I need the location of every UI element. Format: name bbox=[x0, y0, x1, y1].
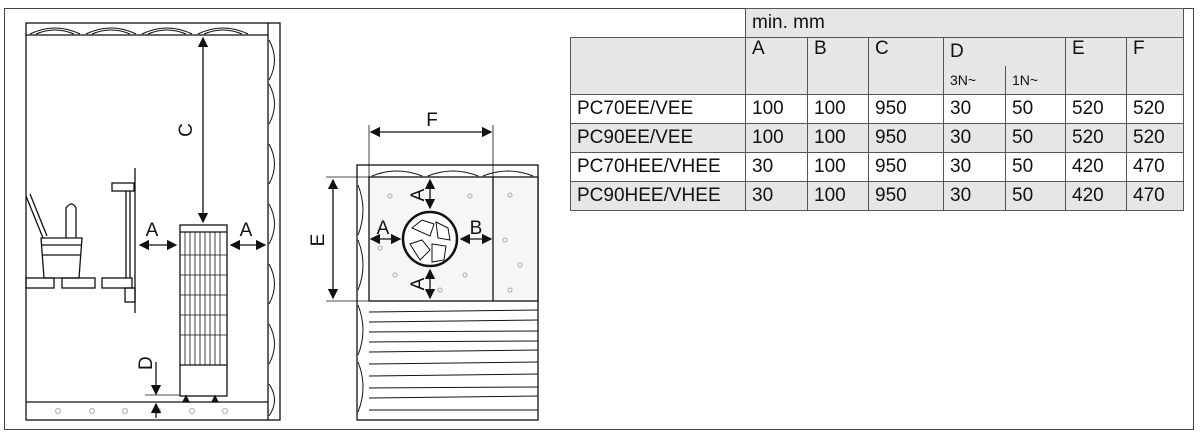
cell-a: 30 bbox=[745, 181, 808, 211]
cell-d-1n: 50 bbox=[1005, 152, 1066, 182]
cell-d-1n: 50 bbox=[1005, 94, 1066, 124]
col-header-d-1n: 1N~ bbox=[1005, 66, 1066, 95]
heater-top-icon bbox=[401, 210, 459, 268]
cell-e: 420 bbox=[1065, 152, 1127, 182]
backrest-board bbox=[111, 182, 135, 192]
cell-c: 950 bbox=[868, 123, 944, 153]
label-a: A bbox=[240, 220, 253, 241]
cell-d-3n: 30 bbox=[943, 181, 1006, 211]
cell-b: 100 bbox=[807, 94, 869, 124]
model-cell: PC70EE/VEE bbox=[570, 94, 746, 124]
cell-d-1n: 50 bbox=[1005, 181, 1066, 211]
floor-dots bbox=[54, 407, 229, 415]
cell-b: 100 bbox=[807, 181, 869, 211]
cell-c: 950 bbox=[868, 94, 944, 124]
cell-b: 100 bbox=[807, 152, 869, 182]
sauna-heater bbox=[179, 224, 228, 403]
label-a: A bbox=[377, 218, 390, 239]
model-header bbox=[570, 37, 746, 95]
sauna-bucket-icon bbox=[25, 193, 83, 279]
ceiling-wood bbox=[29, 27, 249, 35]
col-header-b: B bbox=[807, 37, 869, 95]
label-a: A bbox=[408, 188, 429, 201]
label-e: E bbox=[308, 234, 329, 247]
col-header-e: E bbox=[1065, 37, 1127, 95]
room-top-view bbox=[326, 125, 539, 421]
wall-wood bbox=[268, 39, 275, 417]
cell-d-3n: 30 bbox=[943, 123, 1006, 153]
cell-c: 950 bbox=[868, 181, 944, 211]
cell-c: 950 bbox=[868, 152, 944, 182]
col-header-c: C bbox=[868, 37, 944, 95]
label-a: A bbox=[146, 220, 159, 241]
cell-e: 520 bbox=[1065, 123, 1127, 153]
bench-board bbox=[25, 277, 55, 289]
cell-a: 30 bbox=[745, 152, 808, 182]
cell-f: 470 bbox=[1126, 181, 1184, 211]
floor-planks bbox=[368, 309, 539, 411]
label-d: D bbox=[136, 356, 157, 370]
cell-b: 100 bbox=[807, 123, 869, 153]
label-f: F bbox=[426, 110, 438, 131]
cell-f: 520 bbox=[1126, 94, 1184, 124]
col-header-a: A bbox=[745, 37, 808, 95]
col-header-f: F bbox=[1126, 37, 1184, 95]
label-b: B bbox=[470, 218, 483, 239]
unit-header: min. mm bbox=[745, 8, 1184, 38]
label-c: C bbox=[176, 123, 197, 137]
concrete-dots bbox=[377, 192, 523, 293]
label-a: A bbox=[408, 277, 429, 290]
cell-a: 100 bbox=[745, 94, 808, 124]
cell-a: 100 bbox=[745, 123, 808, 153]
cell-f: 470 bbox=[1126, 152, 1184, 182]
room-side-view bbox=[25, 22, 281, 421]
cell-e: 520 bbox=[1065, 94, 1127, 124]
model-cell: PC90HEE/VHEE bbox=[570, 181, 746, 211]
cell-d-3n: 30 bbox=[943, 94, 1006, 124]
model-cell: PC90EE/VEE bbox=[570, 123, 746, 153]
cell-d-3n: 30 bbox=[943, 152, 1006, 182]
cell-d-1n: 50 bbox=[1005, 123, 1066, 153]
cell-e: 420 bbox=[1065, 181, 1127, 211]
bench-board bbox=[61, 277, 96, 289]
col-header-d-3n: 3N~ bbox=[943, 66, 1006, 95]
col-header-d: D bbox=[943, 37, 1066, 66]
bench-board bbox=[101, 277, 133, 289]
cell-f: 520 bbox=[1126, 123, 1184, 153]
model-cell: PC70HEE/VHEE bbox=[570, 152, 746, 182]
